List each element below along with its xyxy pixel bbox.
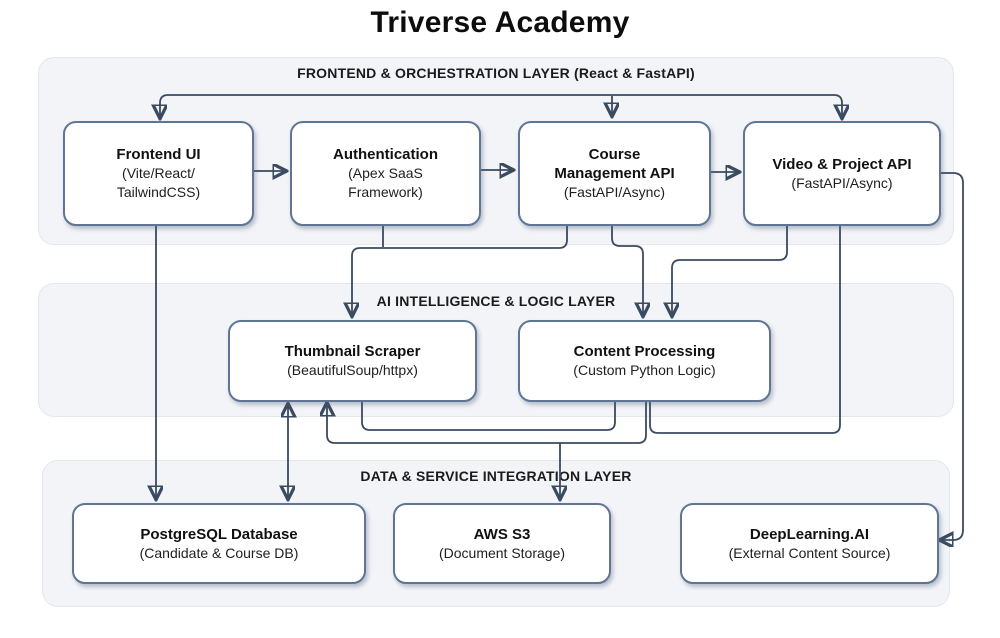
node-aws-s3: AWS S3 (Document Storage) xyxy=(393,503,611,584)
node-subtitle: (Custom Python Logic) xyxy=(573,362,716,378)
edge-course-to-thumbnail xyxy=(352,223,568,315)
node-subtitle: (FastAPI/Async) xyxy=(563,184,666,200)
node-subtitle: (Vite/React/ TailwindCSS) xyxy=(116,165,201,200)
edge-thumbnail-to-content xyxy=(361,399,616,431)
node-postgresql-database: PostgreSQL Database (Candidate & Course … xyxy=(72,503,366,584)
node-subtitle: (Document Storage) xyxy=(438,544,566,561)
node-subtitle: (Candidate & Course DB) xyxy=(139,544,299,561)
node-content-processing: Content Processing (Custom Python Logic) xyxy=(518,320,771,402)
edge-course-to-content xyxy=(611,223,643,315)
node-title: DeepLearning.AI xyxy=(749,525,870,543)
node-subtitle: (BeautifulSoup/httpx) xyxy=(287,362,418,378)
edge-top-feedback-bus xyxy=(160,94,842,117)
node-title: Video & Project API xyxy=(772,155,912,173)
layer-ai-intelligence: AI INTELLIGENCE & LOGIC LAYER xyxy=(38,283,954,417)
layer-label: AI INTELLIGENCE & LOGIC LAYER xyxy=(376,293,616,309)
node-title: AWS S3 xyxy=(473,525,531,543)
node-title: PostgreSQL Database xyxy=(140,525,298,543)
layer-label: DATA & SERVICE INTEGRATION LAYER xyxy=(360,468,632,484)
node-title: Frontend UI xyxy=(116,146,201,163)
layer-label: FRONTEND & ORCHESTRATION LAYER (React & … xyxy=(297,65,695,81)
node-deeplearning-ai: DeepLearning.AI (External Content Source… xyxy=(680,503,939,584)
node-title: Thumbnail Scraper xyxy=(284,343,421,360)
edge-content-to-thumbnail xyxy=(327,399,647,444)
node-course-management-api: Course Management API (FastAPI/Async) xyxy=(518,121,711,226)
edge-video-to-deeplearning xyxy=(937,172,964,540)
node-video-project-api: Video & Project API (FastAPI/Async) xyxy=(743,121,941,226)
node-authentication: Authentication (Apex SaaS Framework) xyxy=(290,121,481,226)
edge-video-to-content-return xyxy=(649,223,841,434)
node-subtitle: (External Content Source) xyxy=(728,544,891,561)
node-subtitle: (Apex SaaS Framework) xyxy=(348,165,423,200)
node-thumbnail-scraper: Thumbnail Scraper (BeautifulSoup/httpx) xyxy=(228,320,477,402)
node-subtitle: (FastAPI/Async) xyxy=(791,174,893,191)
node-frontend-ui: Frontend UI (Vite/React/ TailwindCSS) xyxy=(63,121,254,226)
diagram-title: Triverse Academy xyxy=(370,6,630,39)
node-title: Course Management API xyxy=(554,146,675,182)
node-title: Authentication xyxy=(333,146,438,163)
node-title: Content Processing xyxy=(573,343,716,360)
edge-video-to-content xyxy=(672,223,788,315)
